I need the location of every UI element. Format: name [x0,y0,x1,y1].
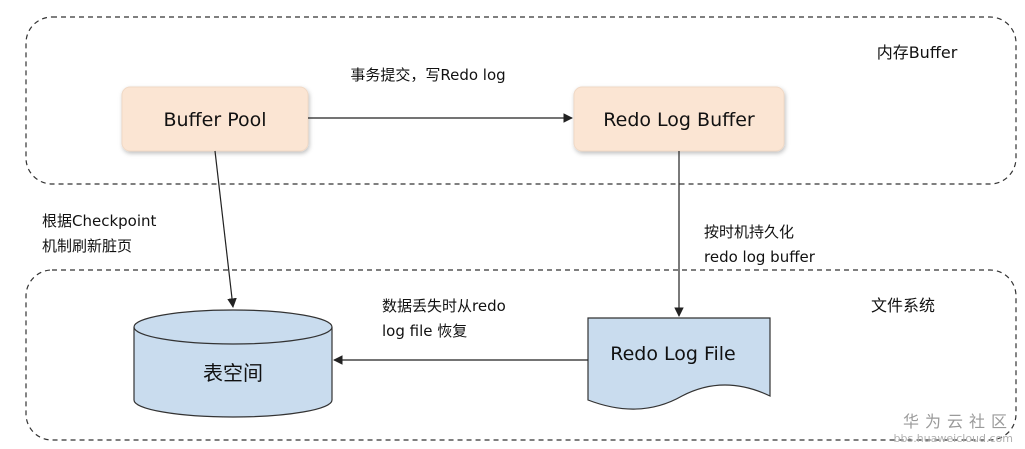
redo-log-buffer-node: Redo Log Buffer [573,86,785,152]
persist-label-line2: redo log buffer [704,248,816,266]
memory-region-label: 内存Buffer [877,43,958,62]
filesystem-region [25,269,1017,441]
checkpoint-arrow [214,150,237,308]
filesystem-region-label: 文件系统 [871,296,935,315]
redo-log-file-label: Redo Log File [610,343,736,365]
checkpoint-label-line2: 机制刷新脏页 [42,237,132,255]
memory-region [25,16,1017,185]
checkpoint-label-line1: 根据Checkpoint [42,212,157,230]
tablespace-node: 表空间 [133,309,333,418]
redo-log-file-node: Redo Log File [587,317,771,410]
watermark: 华为云社区 bbs.huaweicloud.com [894,408,1013,445]
recover-label-line2: log file 恢复 [382,322,467,340]
watermark-url: bbs.huaweicloud.com [893,432,1013,445]
tablespace-label: 表空间 [203,361,263,385]
persist-label-line1: 按时机持久化 [704,223,794,241]
recover-label-line1: 数据丢失时从redo [382,297,506,315]
redo-log-buffer-label: Redo Log Buffer [603,109,755,131]
buffer-pool-label: Buffer Pool [163,109,266,131]
commit-label: 事务提交，写Redo log [350,66,505,84]
watermark-title: 华为云社区 [902,412,1013,431]
buffer-pool-node: Buffer Pool [121,86,309,152]
